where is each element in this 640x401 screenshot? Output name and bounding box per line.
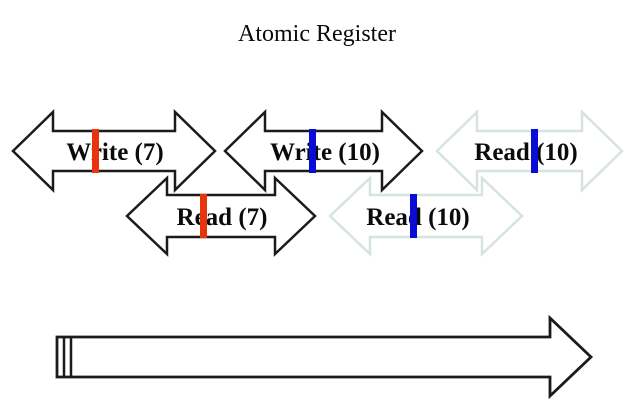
op-arrow-read-7	[125, 175, 317, 257]
diagram-title: Atomic Register	[238, 21, 396, 47]
op-arrow-write-10	[223, 109, 424, 193]
op-arrow-read-10-top	[435, 109, 624, 193]
op-label-write-7: Write (7)	[66, 139, 163, 166]
linearization-marker-write-7	[92, 129, 99, 173]
linearization-marker-read-10-bottom	[410, 194, 417, 238]
op-label-read-10-bottom: Read (10)	[366, 204, 469, 231]
linearization-marker-write-10	[309, 129, 316, 173]
op-label-read-7: Read (7)	[177, 204, 268, 231]
op-label-write-10: Write (10)	[270, 139, 380, 166]
linearization-marker-read-7	[200, 194, 207, 238]
op-arrow-write-7	[11, 109, 217, 193]
op-label-read-10-top: Read (10)	[474, 139, 577, 166]
op-arrow-read-10-bottom	[328, 175, 524, 257]
linearization-marker-read-10-top	[531, 129, 538, 173]
timeline-arrow	[55, 314, 594, 400]
